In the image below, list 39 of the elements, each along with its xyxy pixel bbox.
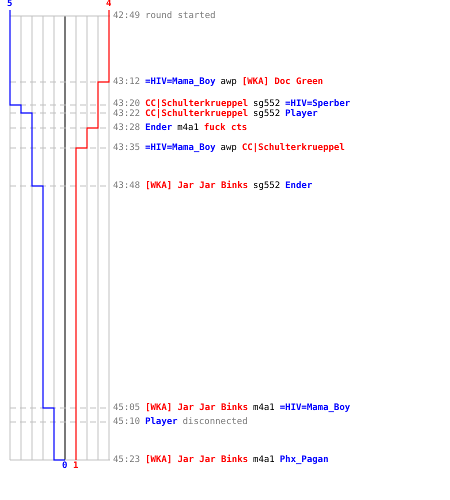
time-label: 43:22	[113, 109, 140, 119]
player-name: Player	[285, 109, 318, 119]
time-label: 43:28	[113, 123, 140, 133]
weapon-name: sg552	[253, 109, 280, 119]
time-label: 45:23	[113, 455, 140, 465]
time-label: 43:48	[113, 181, 140, 191]
time-label: 43:12	[113, 77, 140, 87]
event-text: round started	[145, 11, 216, 21]
count-label: 0	[62, 462, 68, 471]
weapon-name: sg552	[253, 181, 280, 191]
time-label: 45:05	[113, 403, 140, 413]
player-name: CC|Schulterkrueppel	[145, 99, 248, 109]
player-name: [WKA] Doc Green	[242, 77, 324, 87]
time-label: 43:20	[113, 99, 140, 109]
player-name: CC|Schulterkrueppel	[242, 143, 345, 153]
weapon-name: awp	[220, 143, 237, 153]
player-name: =HIV=Mama_Boy	[145, 143, 216, 153]
player-name: Phx_Pagan	[280, 455, 329, 465]
weapon-name: sg552	[253, 99, 280, 109]
player-name: fuck cts	[204, 123, 248, 133]
player-name: [WKA] Jar Jar Binks	[145, 403, 248, 413]
weapon-name: awp	[220, 77, 237, 87]
count-label: 1	[73, 462, 78, 471]
player-name: =HIV=Mama_Boy	[145, 77, 216, 87]
weapon-name: m4a1	[177, 123, 199, 133]
weapon-name: m4a1	[253, 403, 275, 413]
weapon-name: m4a1	[253, 455, 275, 465]
event-text: disconnected	[182, 417, 248, 427]
time-label: 43:35	[113, 143, 140, 153]
player-name: [WKA] Jar Jar Binks	[145, 455, 248, 465]
player-name: Ender	[145, 123, 172, 133]
player-name: =HIV=Sperber	[285, 99, 350, 109]
player-name: =HIV=Mama_Boy	[280, 403, 350, 413]
player-name: Ender	[285, 181, 312, 191]
player-name: CC|Schulterkrueppel	[145, 109, 248, 119]
player-name: Player	[145, 417, 178, 427]
time-label: 42:49	[113, 11, 140, 21]
time-label: 45:10	[113, 417, 140, 427]
player-name: [WKA] Jar Jar Binks	[145, 181, 248, 191]
